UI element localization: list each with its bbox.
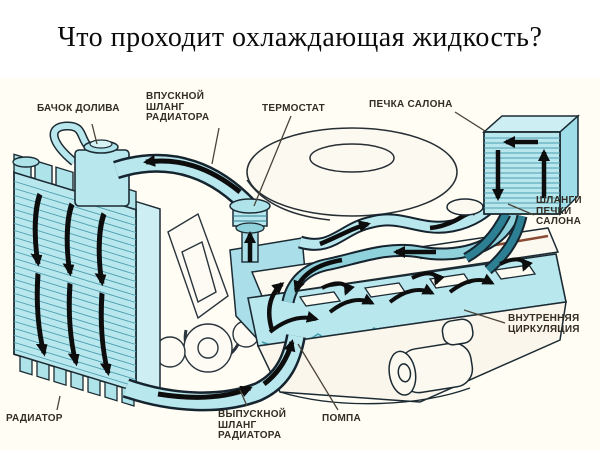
pump-flow-arrow xyxy=(267,282,285,331)
label-fill-tank: БАЧОК ДОЛИВА xyxy=(37,103,120,114)
label-radiator: РАДИАТОР xyxy=(6,413,63,424)
internal-circulation-arrows xyxy=(268,257,533,334)
radiator-cap xyxy=(12,156,40,168)
label-thermostat: ТЕРМОСТАТ xyxy=(262,103,325,114)
slide-title: Что проходит охлаждающая жидкость? xyxy=(57,22,543,53)
starter-motor xyxy=(388,318,474,396)
radiator-flow-arrows xyxy=(30,192,112,377)
cabin-heater-illustration xyxy=(463,114,580,275)
label-internal-circulation: ВНУТРЕННЯЯ ЦИРКУЛЯЦИЯ xyxy=(508,313,580,335)
label-pump: ПОМПА xyxy=(322,413,361,424)
label-radiator-inlet-hose: ВПУСКНОЙ ШЛАНГ РАДИАТОРА xyxy=(146,91,210,123)
label-cabin-heater-hoses: ШЛАНГИ ПЕЧКИ САЛОНА xyxy=(536,195,582,227)
label-cabin-heater: ПЕЧКА САЛОНА xyxy=(369,99,453,110)
air-cleaner-illustration xyxy=(246,127,458,221)
heater-flow-arrows xyxy=(492,136,550,201)
oil-filler-cap xyxy=(446,198,484,216)
radiator-outlet-hose-illustration xyxy=(122,334,306,412)
leader-lines xyxy=(56,111,535,411)
radiator-illustration xyxy=(13,153,161,407)
fan-and-pulleys-illustration xyxy=(154,212,260,373)
thermostat-illustration xyxy=(229,198,271,263)
label-radiator-outlet-hose: ВЫПУСКНОЙ ШЛАНГ РАДИАТОРА xyxy=(218,409,287,441)
radiator-inlet-hose-illustration xyxy=(113,153,260,217)
